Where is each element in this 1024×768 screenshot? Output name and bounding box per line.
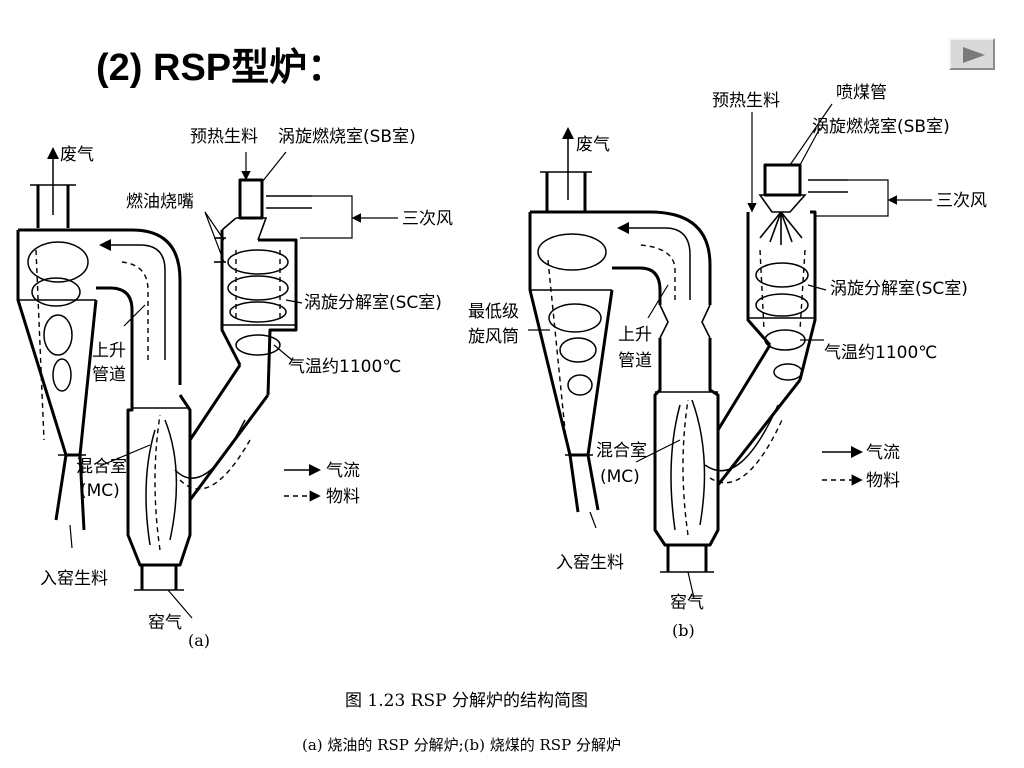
b-mix-room-label-2: (MC)	[600, 467, 640, 487]
a-riser-label-2: 管道	[92, 365, 126, 385]
a-sc-room-label: 涡旋分解室(SC室)	[304, 293, 442, 313]
b-exhaust-label: 废气	[576, 135, 610, 155]
b-lowest-cyclone-label-1: 最低级	[468, 302, 519, 322]
b-sb-room-label: 涡旋燃烧室(SB室)	[812, 117, 950, 137]
a-exhaust-label: 废气	[60, 145, 94, 165]
next-slide-button[interactable]	[949, 38, 995, 70]
b-sub-label: (b)	[672, 621, 695, 640]
b-lowest-cyclone-label-2: 旋风筒	[468, 327, 519, 347]
b-kiln-feed-label: 入窑生料	[556, 553, 624, 573]
b-gas-temp-label: 气温约1100℃	[824, 343, 937, 363]
a-oil-burner-label: 燃油烧嘴	[126, 192, 194, 212]
a-kiln-gas-label: 窑气	[148, 613, 182, 633]
a-legend-material-label: 物料	[326, 487, 360, 507]
a-gas-temp-label: 气温约1100℃	[288, 357, 401, 377]
b-kiln-gas-label: 窑气	[670, 593, 704, 613]
slide-title: (2) RSP型炉：	[96, 47, 346, 89]
diagram-b: 预热生料 喷煤管 废气 涡旋燃烧室(SB室) 三次风 涡旋分解室(SC室) 最低…	[468, 83, 987, 640]
diagram-a: 废气 预热生料 涡旋燃烧室(SB室) 燃油烧嘴 三次风 涡旋分解室(SC室) 上…	[16, 127, 453, 650]
b-preheat-raw-label: 预热生料	[712, 91, 780, 111]
play-triangle-icon	[963, 47, 985, 63]
a-kiln-feed-label: 入窑生料	[40, 569, 108, 589]
figure-caption-subtitle: (a) 烧油的 RSP 分解炉;(b) 烧煤的 RSP 分解炉	[302, 736, 621, 754]
a-riser-label-1: 上升	[92, 341, 126, 361]
a-mix-room-label-2: (MC)	[80, 481, 120, 501]
a-legend-gas-label: 气流	[326, 461, 360, 481]
b-mix-room-label-1: 混合室	[596, 441, 647, 461]
a-tertiary-air-label: 三次风	[402, 209, 453, 229]
b-tertiary-air-label: 三次风	[936, 191, 987, 211]
a-sub-label: (a)	[188, 631, 210, 650]
figure-caption-title: 图 1.23 RSP 分解炉的结构简图	[345, 691, 588, 711]
b-sc-room-label: 涡旋分解室(SC室)	[830, 279, 968, 299]
a-mix-room-label-1: 混合室	[76, 457, 127, 477]
a-preheat-raw-label: 预热生料	[190, 127, 258, 147]
b-legend-gas-label: 气流	[866, 443, 900, 463]
b-legend-material-label: 物料	[866, 471, 900, 491]
a-sb-room-label: 涡旋燃烧室(SB室)	[278, 127, 416, 147]
b-coal-pipe-label: 喷煤管	[836, 83, 887, 103]
b-riser-label-1: 上升	[618, 325, 652, 345]
b-riser-label-2: 管道	[618, 351, 652, 371]
